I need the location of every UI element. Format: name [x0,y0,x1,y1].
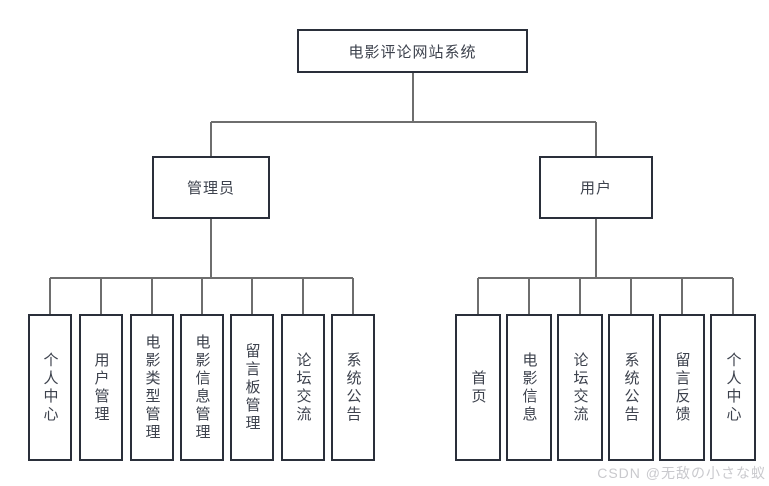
leaf-label: 电影信息管理 [193,333,211,442]
leaf-user-message-feedback: 留言反馈 [659,314,705,461]
node-root-system: 电影评论网站系统 [297,29,528,73]
leaf-label: 电影信息 [520,351,538,424]
node-admin: 管理员 [152,156,270,219]
leaf-admin-forum-exchange: 论坛交流 [281,314,325,461]
leaf-label: 个人中心 [724,351,742,424]
leaf-user-home: 首页 [455,314,501,461]
leaf-label: 系统公告 [622,351,640,424]
leaf-label: 首页 [469,369,487,406]
leaf-user-forum-exchange: 论坛交流 [557,314,603,461]
leaf-admin-movie-info-management: 电影信息管理 [180,314,224,461]
leaf-label: 论坛交流 [294,351,312,424]
leaf-admin-system-announcement: 系统公告 [331,314,375,461]
leaf-label: 留言板管理 [243,342,261,433]
leaf-user-personal-center: 个人中心 [710,314,756,461]
leaf-label: 论坛交流 [571,351,589,424]
csdn-watermark: CSDN @无敌の小さな蚁 [597,465,766,481]
leaf-label: 系统公告 [344,351,362,424]
leaf-label: 电影类型管理 [143,333,161,442]
leaf-user-movie-info: 电影信息 [506,314,552,461]
leaf-admin-message-board-management: 留言板管理 [230,314,274,461]
leaf-admin-movie-type-management: 电影类型管理 [130,314,174,461]
leaf-label: 用户管理 [92,351,110,424]
node-user: 用户 [539,156,653,219]
leaf-user-system-announcement: 系统公告 [608,314,654,461]
leaf-admin-user-management: 用户管理 [79,314,123,461]
leaf-label: 个人中心 [41,351,59,424]
leaf-label: 留言反馈 [673,351,691,424]
leaf-admin-personal-center: 个人中心 [28,314,72,461]
